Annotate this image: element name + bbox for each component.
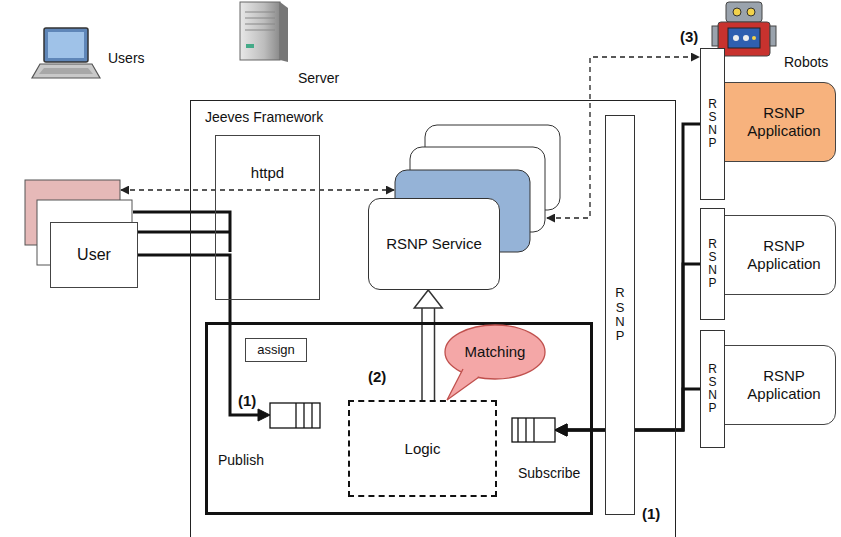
node-text: Publish [218, 452, 264, 469]
node-text: Subscribe [518, 465, 580, 482]
rsnp-module: RSNP [700, 48, 725, 200]
edge-group [414, 290, 442, 400]
logic-box: Logic [348, 400, 497, 497]
node-text: Logic [405, 440, 441, 458]
rsnp-module: RSNP [700, 330, 725, 448]
arrowhead [555, 424, 567, 436]
node-text: Matching [465, 343, 526, 361]
httpd-box: httpd [215, 135, 320, 300]
subscribe-queue [512, 418, 555, 442]
node-text: RSNP [707, 98, 719, 151]
framework-box: Jeeves Framework httpdRSNP ServicePublish… [190, 100, 676, 537]
node-text: RSNP Application [733, 367, 835, 403]
laptop-icon [32, 28, 100, 78]
node-text: RSNP [707, 238, 719, 291]
node-text: RSNP Application [733, 104, 835, 140]
user-box: User [50, 222, 138, 288]
application-box: RSNP Application [724, 215, 836, 295]
node-text: RSNP [614, 286, 627, 343]
node-text: User [77, 245, 111, 264]
bubble-body [445, 325, 545, 379]
broker-box: PublishSubscribe assign MatchingLogic [205, 322, 593, 515]
application-box: RSNP Application [724, 82, 836, 162]
arrowhead [414, 290, 442, 308]
callout-number: (2) [368, 368, 386, 385]
session-dashed-line [121, 189, 394, 190]
node-text: assign [257, 342, 295, 358]
arrowhead [555, 424, 567, 436]
node-text: RSNP Service [386, 235, 482, 253]
connector [138, 255, 258, 415]
publish-queue [270, 403, 320, 428]
node-text: RSNP Application [733, 237, 835, 273]
arrowhead [258, 409, 270, 421]
callout-number: (3) [680, 28, 698, 45]
place-label: Robots [784, 54, 828, 70]
application-box: RSNP Application [724, 345, 836, 425]
callout-number: (1) [642, 505, 660, 522]
place-label: Users [108, 50, 145, 66]
rsnp-module: RSNP [700, 208, 725, 320]
arrowhead [555, 424, 567, 436]
node-text: RSNP [707, 363, 719, 416]
assign-box: assign [245, 338, 307, 362]
callout-number: (1) [238, 392, 256, 409]
bubble-tail [447, 369, 479, 400]
place-label: Server [298, 70, 339, 86]
server-icon [240, 2, 288, 62]
matching-bubble: Matching [443, 323, 547, 381]
node-text: httpd [251, 164, 284, 182]
rsnp-bar: RSNP [605, 115, 635, 515]
node-text: Jeeves Framework [205, 109, 323, 126]
service-box: RSNP Service [368, 198, 500, 290]
